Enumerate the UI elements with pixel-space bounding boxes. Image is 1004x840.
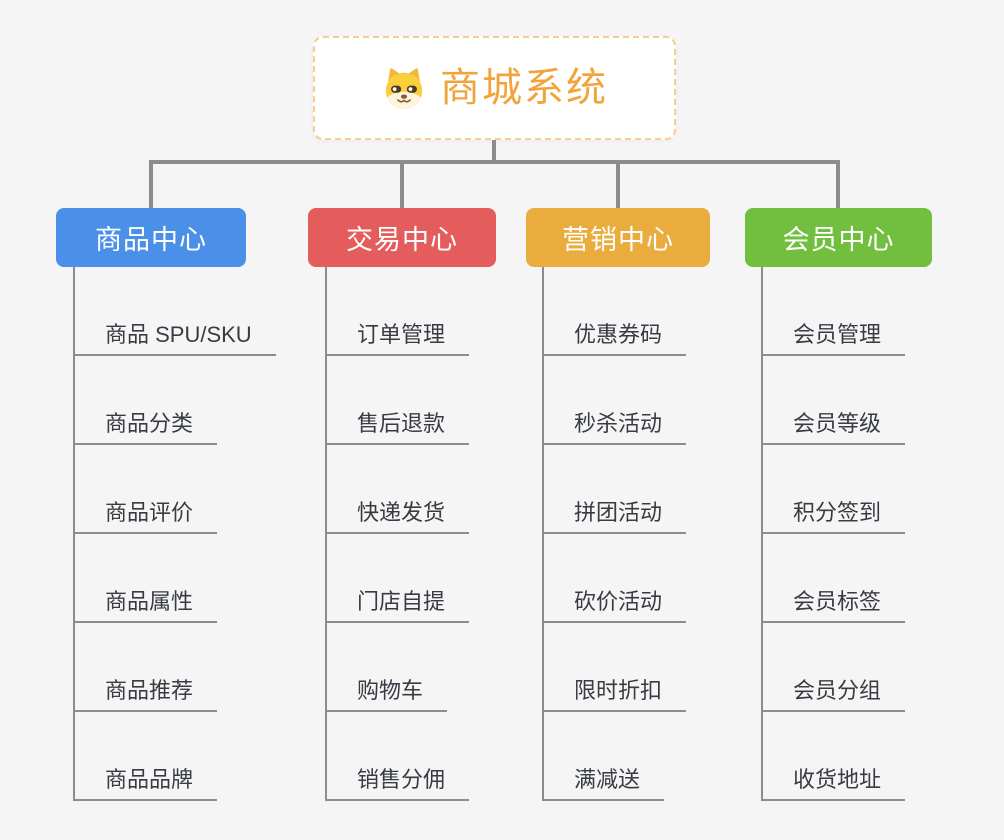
topic-node[interactable]: 售后退款 [325,413,470,445]
topic-node[interactable]: 销售分佣 [325,769,470,801]
topic-node[interactable]: 秒杀活动 [542,413,687,445]
connector-stub-member [836,160,840,208]
topic-node[interactable]: 拼团活动 [542,502,687,534]
connector-spine-marketing [542,267,544,801]
dog-face-icon [385,68,423,110]
topic-node[interactable]: 会员管理 [761,324,906,356]
topic-node[interactable]: 收货地址 [761,769,906,801]
connector-spine-trade [325,267,327,801]
topic-node[interactable]: 优惠券码 [542,324,687,356]
branch-node-product-center[interactable]: 商品中心 [56,208,246,267]
topic-node[interactable]: 会员标签 [761,591,906,623]
connector-stub-product [149,160,153,208]
topic-node[interactable]: 商品分类 [73,413,218,445]
topic-node[interactable]: 积分签到 [761,502,906,534]
topic-node[interactable]: 商品评价 [73,502,218,534]
topic-node[interactable]: 砍价活动 [542,591,687,623]
topic-node[interactable]: 门店自提 [325,591,470,623]
topic-node[interactable]: 满减送 [542,769,665,801]
connector-stub-marketing [616,160,620,208]
connector-spine-member [761,267,763,801]
root-node[interactable]: 商城系统 [313,36,676,140]
topic-node[interactable]: 会员等级 [761,413,906,445]
root-title: 商城系统 [440,66,608,110]
branch-node-marketing-center[interactable]: 营销中心 [526,208,710,267]
topic-node[interactable]: 商品品牌 [73,769,218,801]
connector-stub-trade [400,160,404,208]
topic-node[interactable]: 订单管理 [325,324,470,356]
connector-bus [149,160,840,164]
branch-node-member-center[interactable]: 会员中心 [745,208,932,267]
topic-node[interactable]: 商品 SPU/SKU [73,324,276,356]
topic-node[interactable]: 快递发货 [325,502,470,534]
connector-spine-product [73,267,75,801]
topic-node[interactable]: 商品属性 [73,591,218,623]
branch-node-trade-center[interactable]: 交易中心 [308,208,496,267]
topic-node[interactable]: 会员分组 [761,680,906,712]
topic-node[interactable]: 限时折扣 [542,680,687,712]
topic-node[interactable]: 购物车 [325,680,448,712]
topic-node[interactable]: 商品推荐 [73,680,218,712]
connector-root-stub [492,140,496,164]
